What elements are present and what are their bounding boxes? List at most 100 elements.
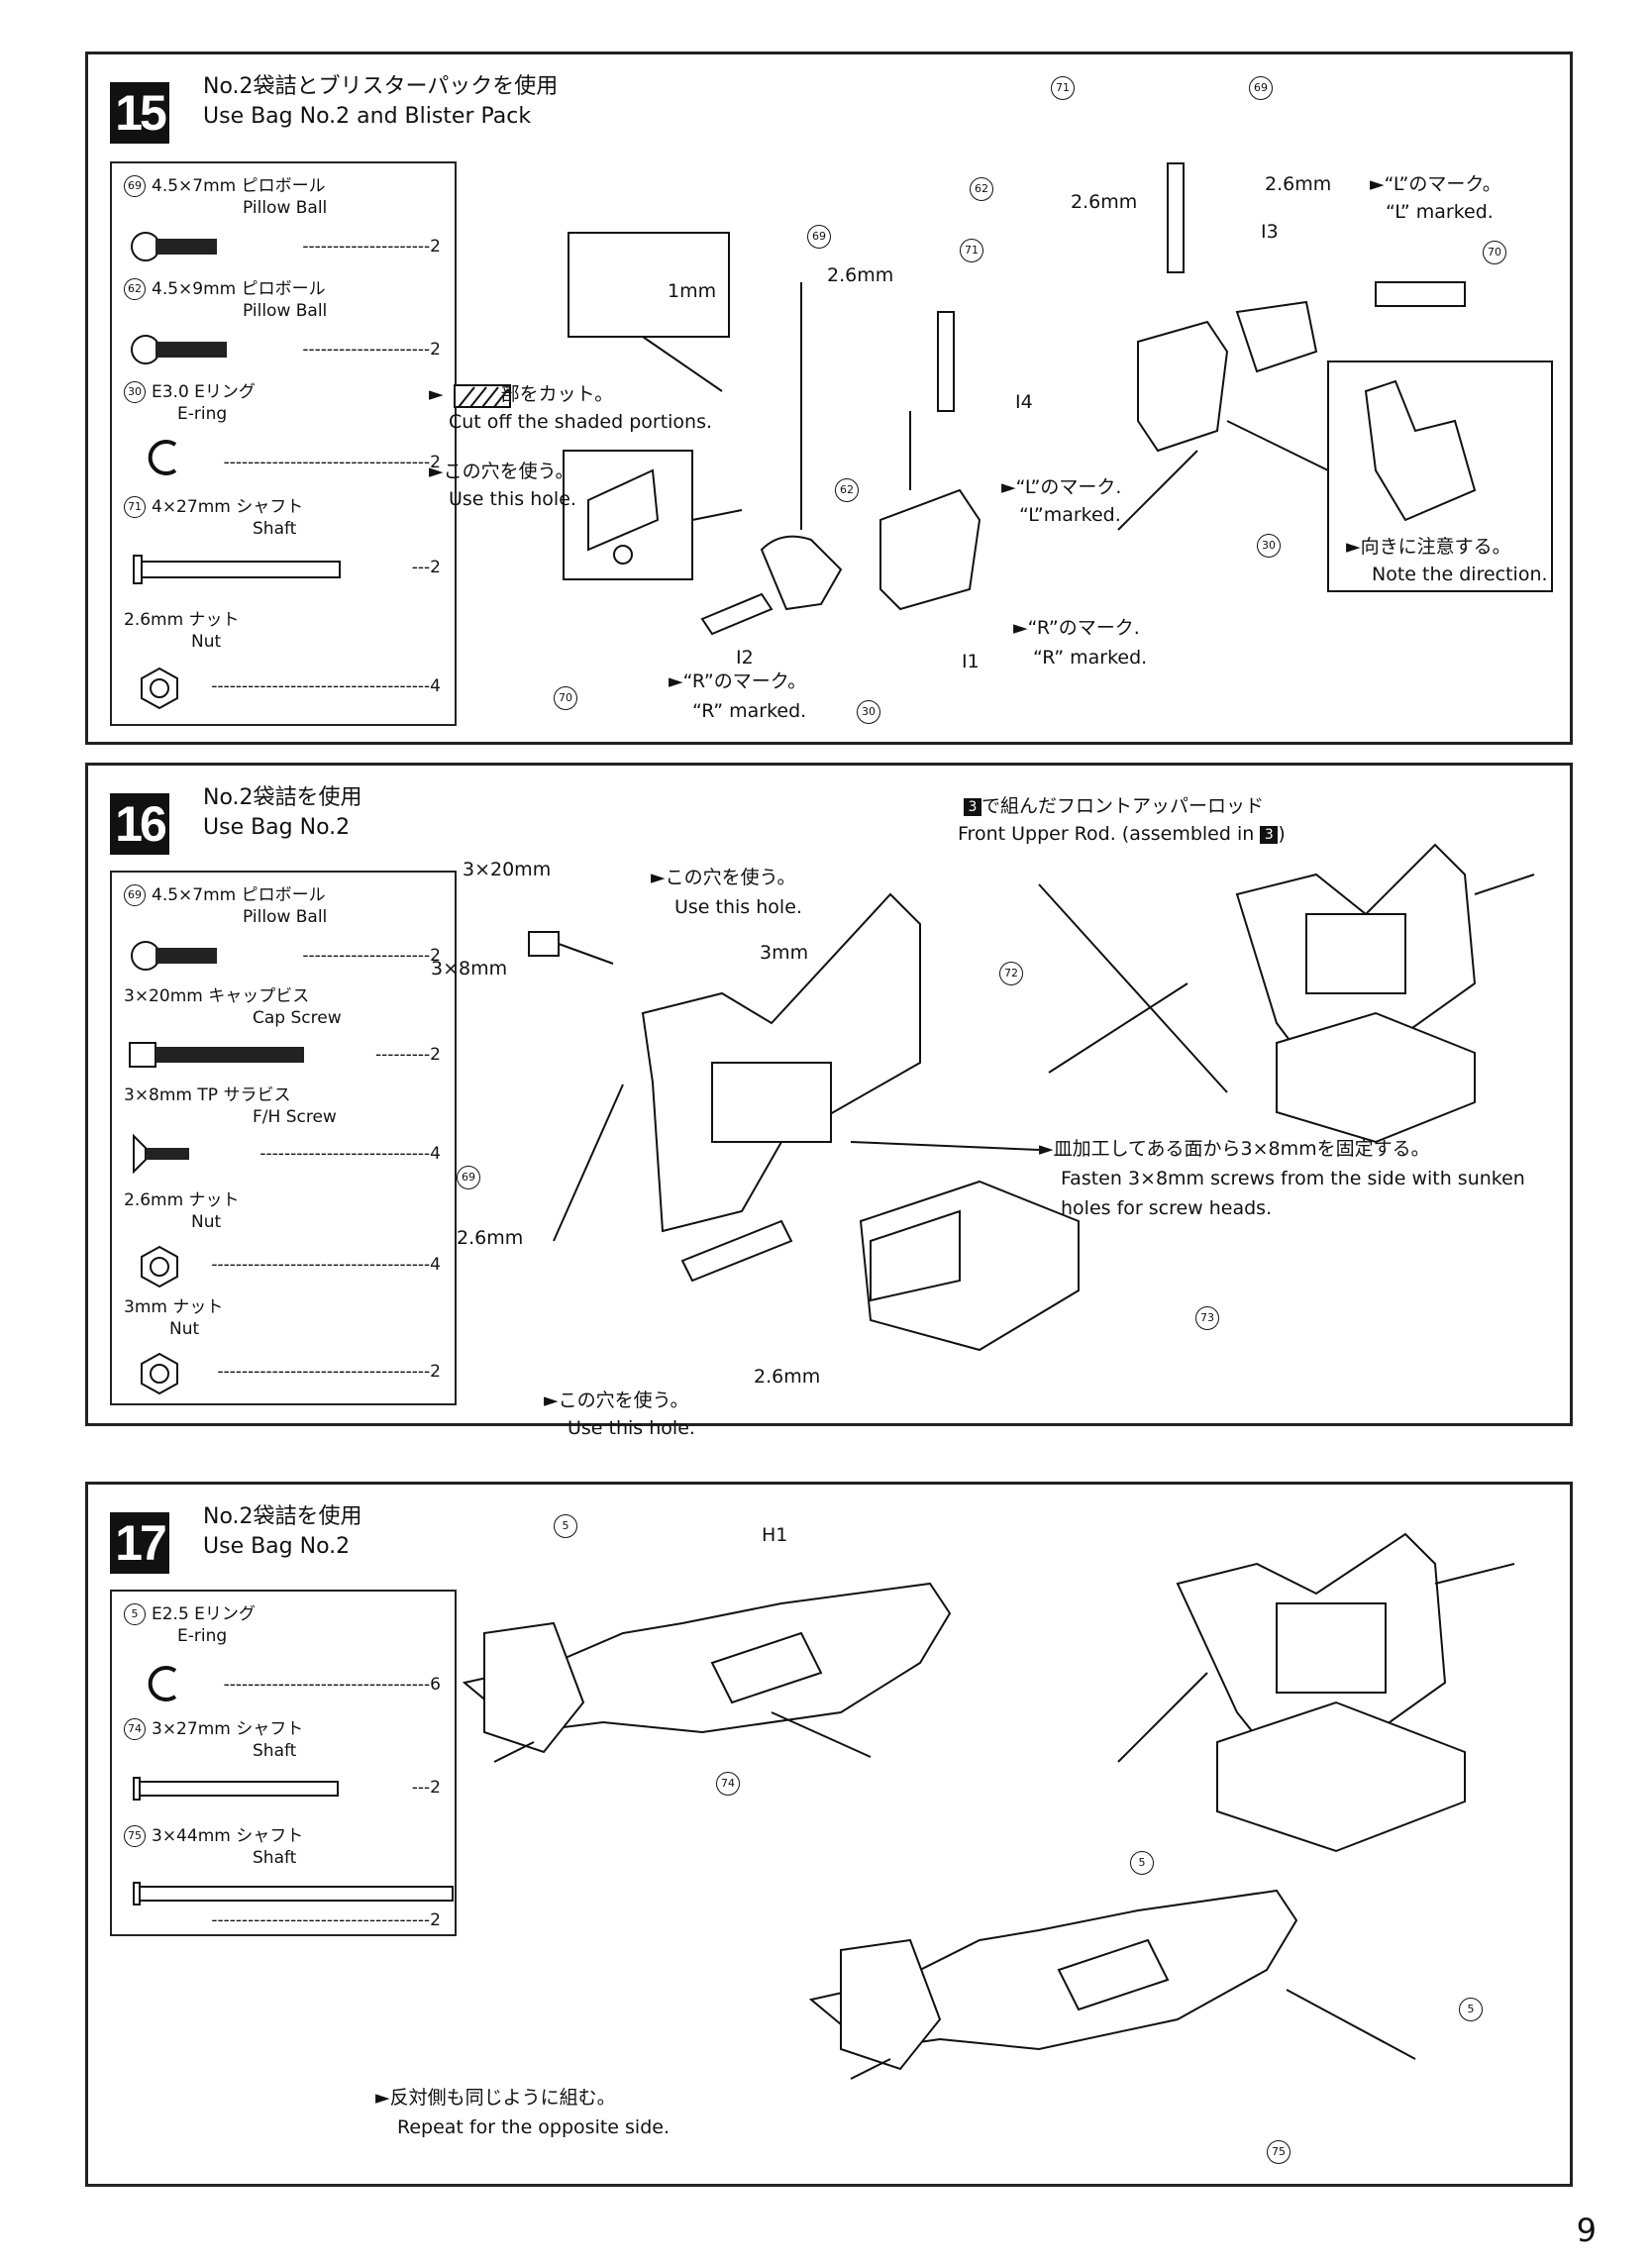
part-id: 30 (124, 381, 146, 403)
part-name-en: Cap Screw (253, 1008, 342, 1028)
part-id: 71 (124, 496, 146, 518)
cap-screw-icon (129, 1042, 304, 1068)
repeat-note-en: Repeat for the opposite side. (397, 2116, 670, 2138)
part-spec: E2.5 Eリング (152, 1604, 256, 1624)
size-label: 3×8mm (431, 958, 508, 979)
part-name-en: Shaft (253, 1741, 297, 1761)
pillow-ball-icon (131, 232, 217, 261)
callout-marker: 70 (554, 686, 577, 710)
size-label: 2.6mm (1265, 173, 1332, 195)
hole-note-en: Use this hole. (674, 896, 802, 918)
part-qty: ----------------------------------2 (223, 453, 441, 472)
size-label: 3mm (760, 942, 809, 964)
part-item: 71 4×27mm シャフト Shaft (124, 496, 303, 540)
pillow-ball-icon (131, 941, 217, 971)
part-code: I2 (736, 647, 754, 669)
part-spec: 3×20mm キャップビス (124, 986, 310, 1006)
part-name-en: Nut (191, 632, 222, 652)
part-name-en: Shaft (253, 519, 297, 539)
part-item: 3×20mm キャップビス Cap Screw (124, 985, 342, 1029)
callout-marker: 5 (554, 1514, 577, 1538)
callout-marker: 70 (1483, 241, 1506, 264)
part-spec: 2.6mm ナット (124, 610, 240, 630)
parts-list: 69 4.5×7mm ピロボール Pillow Ball ------------… (110, 871, 457, 1405)
part-item: 2.6mm ナット Nut (124, 609, 240, 653)
part-item: 3mm ナット Nut (124, 1296, 223, 1340)
part-name-en: Shaft (253, 1848, 297, 1868)
repeat-note-ja: ►反対側も同じように組む。 (375, 2087, 616, 2109)
part-spec: 3×27mm シャフト (152, 1719, 304, 1739)
part-name-en: Nut (191, 1212, 222, 1232)
shaft-icon (133, 1882, 454, 1906)
callout-marker: 5 (1459, 1998, 1483, 2021)
nut-icon (141, 667, 178, 710)
r-mark2-ja: ►“R”のマーク。 (669, 670, 807, 692)
part-id: 75 (124, 1825, 146, 1847)
callout-marker: 69 (457, 1166, 480, 1189)
part-spec: 4.5×7mm ピロボール (152, 885, 326, 905)
callout-marker: 71 (960, 239, 983, 262)
nut-icon (141, 1352, 178, 1395)
part-spec: 4.5×9mm ピロボール (152, 279, 326, 299)
assembly-drawing-17 (462, 1532, 1515, 2080)
callout-marker: 69 (1249, 76, 1273, 100)
size-label: 2.6mm (1071, 191, 1138, 213)
step-title: No.2袋詰とブリスターパックを使用 Use Bag No.2 and Blis… (203, 72, 558, 132)
callout-marker: 5 (1130, 1851, 1154, 1875)
l-mark-en: “L” marked. (1386, 201, 1494, 223)
fasten-note-ja: ►皿加工してある面から3×8mmを固定する。 (1039, 1138, 1430, 1160)
part-qty: ---------------------2 (302, 340, 441, 360)
part-spec: 3mm ナット (124, 1297, 224, 1317)
callout-marker: 73 (1195, 1306, 1219, 1330)
part-code: I4 (1015, 391, 1033, 413)
size-label: 2.6mm (457, 1227, 524, 1249)
part-qty: ---------------------2 (302, 237, 441, 257)
title-en: Use Bag No.2 (203, 815, 351, 840)
title-en: Use Bag No.2 and Blister Pack (203, 104, 532, 129)
part-code: H1 (762, 1524, 788, 1546)
cut-note-en: Cut off the shaded portions. (449, 411, 713, 433)
pillow-ball-icon (131, 335, 227, 364)
step-number: 17 (110, 1512, 169, 1574)
hole-note-ja: ►この穴を使う。 (429, 461, 574, 482)
fasten-note-en2: holes for screw heads. (1061, 1197, 1273, 1219)
part-spec: 4×27mm シャフト (152, 497, 304, 517)
title-ja: No.2袋詰を使用 (203, 785, 362, 810)
part-id: 69 (124, 884, 146, 906)
hole2-note-en: Use this hole. (568, 1417, 695, 1439)
e-ring-icon (148, 1666, 177, 1701)
part-item: 69 4.5×7mm ピロボール Pillow Ball (124, 884, 327, 928)
part-code: I3 (1261, 221, 1279, 243)
part-name-en: Pillow Ball (243, 198, 328, 218)
r-mark2-en: “R” marked. (692, 700, 807, 722)
part-item: 3×8mm TP サラビス F/H Screw (124, 1084, 337, 1128)
cut-note-ja: ►部をカット。 (429, 383, 614, 405)
callout-marker: 62 (970, 177, 993, 201)
part-name-en: Pillow Ball (243, 301, 328, 321)
nut-icon (141, 1245, 178, 1288)
part-id: 69 (124, 175, 146, 197)
part-spec: 3×8mm TP サラビス (124, 1085, 291, 1105)
part-name-en: F/H Screw (253, 1107, 337, 1127)
part-qty: ---2 (411, 558, 441, 577)
hole-note-ja: ►この穴を使う。 (651, 867, 796, 888)
size-label: 2.6mm (827, 264, 894, 286)
part-qty: ---------2 (374, 1045, 441, 1065)
part-qty: ------------------------------------4 (211, 676, 441, 696)
part-qty: ------------------------------------4 (211, 1255, 441, 1275)
shaft-icon (133, 555, 341, 584)
part-name-en: Pillow Ball (243, 907, 328, 927)
part-qty: ----------------------------4 (259, 1144, 441, 1164)
part-name-en: E-ring (177, 404, 228, 424)
assembly-drawing-16 (528, 843, 1535, 1352)
part-qty: -----------------------------------2 (217, 1362, 441, 1382)
fasten-note-en: Fasten 3×8mm screws from the side with s… (1061, 1168, 1525, 1189)
callout-marker: 62 (835, 478, 859, 502)
callout-marker: 69 (807, 225, 831, 249)
